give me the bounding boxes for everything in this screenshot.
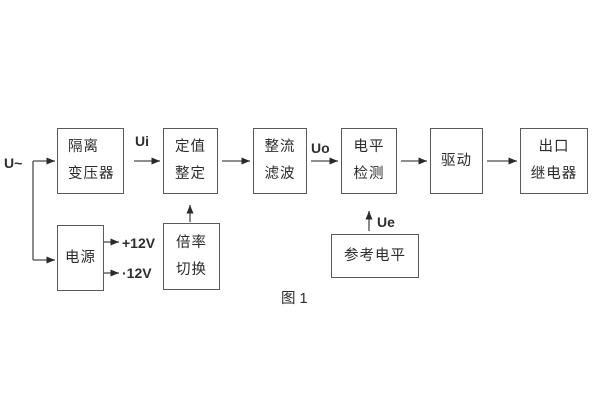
block-isolation-transformer: 隔离 变压器 bbox=[57, 128, 124, 194]
block-label-line: 定值 bbox=[175, 139, 206, 155]
figure-caption: 图 1 bbox=[281, 291, 308, 307]
label-plus-12v: +12V bbox=[122, 235, 156, 251]
block-power-supply: 电源 bbox=[57, 225, 104, 291]
block-ratio-switch: 倍率 切换 bbox=[163, 223, 220, 290]
block-label-line: 整流 bbox=[264, 139, 296, 155]
block-driver: 驱动 bbox=[430, 128, 483, 194]
block-label-line: 检测 bbox=[353, 166, 385, 182]
block-label-line: 电平 bbox=[353, 139, 385, 155]
block-level-detector: 电平 检测 bbox=[341, 128, 397, 194]
block-label-line: 电源 bbox=[65, 249, 96, 266]
block-label-line: 整定 bbox=[175, 166, 206, 182]
label-ui: Ui bbox=[135, 133, 149, 149]
block-label-line: 出口 bbox=[538, 139, 570, 155]
block-label-line: 驱动 bbox=[441, 152, 472, 169]
block-label-line: 参考电平 bbox=[344, 247, 406, 264]
label-uo: Uo bbox=[311, 140, 330, 156]
block-output-relay: 出口 继电器 bbox=[520, 128, 588, 194]
label-input-u: U~ bbox=[4, 155, 23, 171]
label-minus-12v: ·12V bbox=[122, 265, 152, 281]
block-rectifier-filter: 整流 滤波 bbox=[253, 128, 307, 194]
block-setting-adjust: 定值 整定 bbox=[163, 128, 218, 194]
block-label-line: 变压器 bbox=[68, 166, 115, 182]
block-label-line: 滤波 bbox=[264, 166, 296, 182]
block-label-line: 倍率 bbox=[176, 234, 207, 251]
block-label-line: 继电器 bbox=[530, 166, 578, 182]
block-label-line: 切换 bbox=[176, 261, 207, 278]
label-ue: Ue bbox=[377, 214, 395, 230]
block-reference-level: 参考电平 bbox=[331, 234, 419, 278]
block-label-line: 隔离 bbox=[68, 139, 99, 155]
